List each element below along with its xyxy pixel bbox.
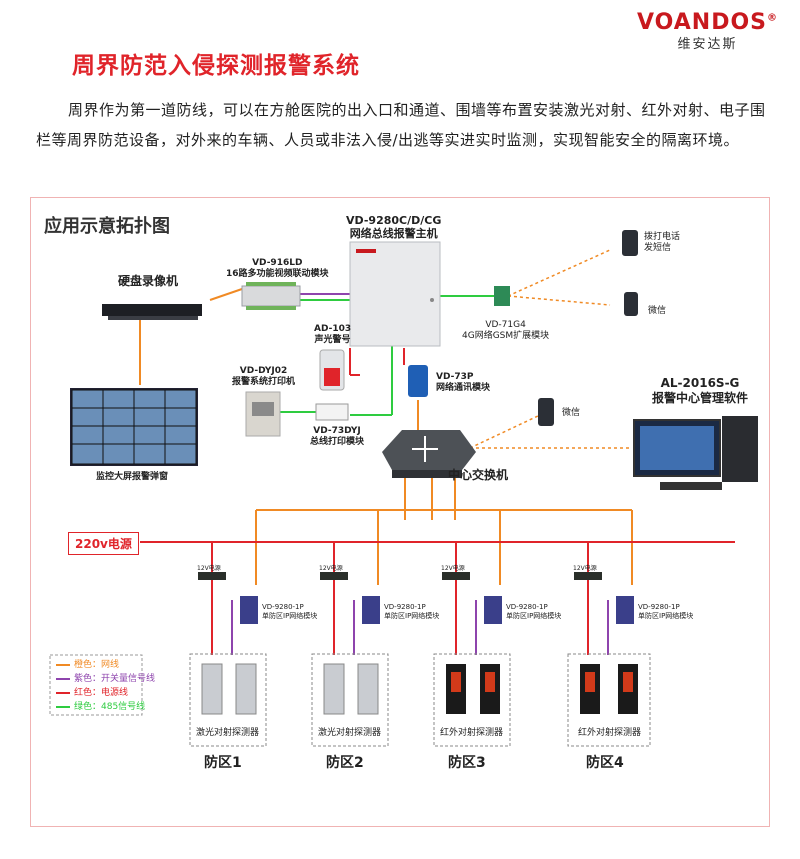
zone-devices [198, 572, 634, 624]
relay-lines [231, 293, 609, 655]
zone-detector-label: 激光对射探测器 [318, 728, 382, 738]
page-title: 周界防范入侵探测报警系统 [72, 53, 360, 79]
zone-psu-label: 12V电源 [573, 565, 597, 572]
comm-module-device [408, 365, 428, 397]
topology-frame [30, 197, 770, 827]
gsm-label: VD-71G4 4G网络GSM扩展模块 [462, 320, 550, 341]
siren-label: AD-103 声光警号 [314, 324, 352, 345]
zone-detector-label: 红外对射探测器 [578, 728, 642, 738]
zone-name: 防区3 [448, 755, 486, 771]
legend-item: 橙色：网线 [74, 660, 120, 670]
video-module-device [241, 282, 301, 310]
power-label: 220v电源 [68, 532, 139, 555]
legend-item: 红色：电源线 [74, 688, 129, 698]
switch-device [382, 430, 476, 478]
legend-swatches [56, 664, 70, 708]
comm-module-label: VD-73P 网络通讯模块 [436, 372, 491, 393]
dvr-device [102, 304, 202, 320]
alarm-host-box [349, 241, 441, 347]
zone-module-label: VD-9280-1P 单防区IP网络模块 [506, 603, 562, 620]
switch-label: 中心交换机 [448, 468, 509, 482]
zone-psu-label: 12V电源 [197, 565, 221, 572]
host-label: VD-9280C/D/CG 网络总线报警主机 [346, 214, 442, 240]
video-module-label: VD-916LD 16路多功能视频联动模块 [226, 258, 329, 279]
printer-label: VD-DYJ02 报警系统打印机 [232, 366, 296, 387]
zone-module-label: VD-9280-1P 单防区IP网络模块 [384, 603, 440, 620]
siren-device [319, 349, 345, 391]
wechat1-label: 微信 [648, 306, 667, 316]
legend-item: 紫色：开关量信号线 [74, 674, 156, 684]
power-lines [140, 348, 735, 655]
zone-psu-label: 12V电源 [441, 565, 465, 572]
rs485-lines [280, 295, 495, 416]
zone-detector-label: 红外对射探测器 [440, 728, 504, 738]
zone-name: 防区1 [204, 755, 242, 771]
brand-sub: 维安达斯 [677, 37, 738, 52]
zone-detector-label: 激光对射探测器 [196, 728, 260, 738]
detector-devices [201, 663, 638, 715]
zone-name: 防区4 [586, 755, 624, 771]
wechat2-label: 微信 [562, 408, 581, 418]
center-pc-device [633, 416, 758, 490]
zone-name: 防区2 [326, 755, 364, 771]
video-wall-label: 监控大屏报警弹窗 [96, 472, 169, 482]
zone-module-label: VD-9280-1P 单防区IP网络模块 [262, 603, 318, 620]
legend-item: 绿色：485信号线 [74, 702, 146, 712]
ethernet-lines [139, 288, 633, 585]
video-wall-device [70, 388, 198, 466]
topology-title: 应用示意拓扑图 [44, 216, 170, 237]
zone-module-label: VD-9280-1P 单防区IP网络模块 [638, 603, 694, 620]
print-module-label: VD-73DYJ 总线打印模块 [310, 426, 365, 447]
wireless-lines [469, 249, 630, 449]
brand-name: VOANDOS® [637, 10, 778, 35]
detector-boxes [189, 653, 651, 747]
gsm-device [494, 286, 510, 306]
intro-paragraph: 周界作为第一道防线，可以在方舱医院的出入口和通道、围墙等布置安装激光对射、红外对… [36, 101, 766, 149]
phone-wechat1-device [624, 292, 638, 316]
zone-psu-label: 12V电源 [319, 565, 343, 572]
phone-call-label: 拨打电话 发短信 [644, 232, 681, 253]
center-sw-label: AL-2016S-G 报警中心管理软件 [652, 376, 749, 405]
printer-device [245, 391, 281, 437]
brand-logo: VOANDOS® 维安达斯 [637, 10, 778, 52]
dvr-label: 硬盘录像机 [118, 274, 179, 288]
phone-wechat2-device [538, 398, 554, 426]
print-module-device [315, 403, 349, 421]
phone-call-device [622, 230, 638, 256]
